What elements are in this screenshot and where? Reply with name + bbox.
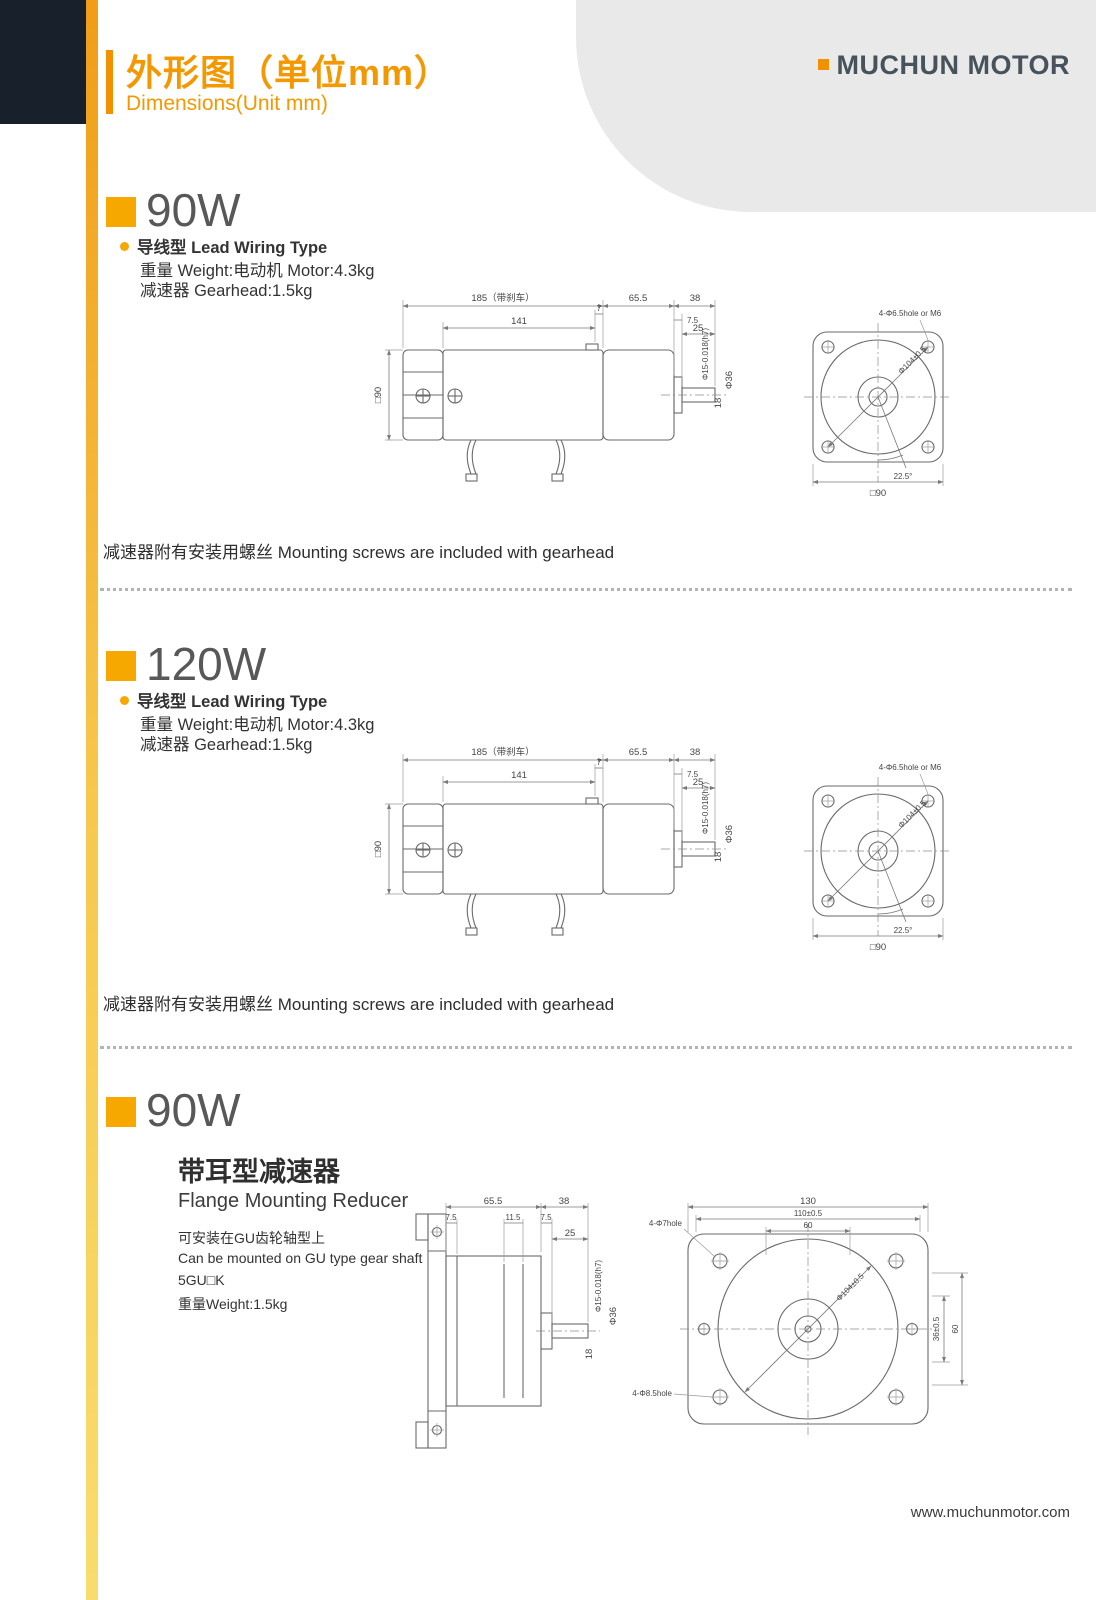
dim-25-label: 25 <box>693 777 704 788</box>
reducer-dimension-drawing: 65.5 38 7.5 11.5 7.5 25 Φ15-0.018(h7) Φ3… <box>415 1196 968 1449</box>
motor-side-view: □90 <box>373 797 728 936</box>
mounting-note: 减速器附有安装用螺丝 Mounting screws are included … <box>103 995 615 1014</box>
dim-7-5a-label: 7.5 <box>445 1213 457 1222</box>
dim-36-05-label: 36±0.5 <box>932 1316 941 1341</box>
reducer-desc-3: 5GU□K <box>178 1272 225 1288</box>
dim-38-label: 38 <box>690 747 701 758</box>
dim-185-label: 185（带刹车） <box>471 746 534 758</box>
dim-185-label: 185（带刹车） <box>471 292 534 304</box>
bolt-circle-label: Φ104±0.5 <box>835 1271 867 1303</box>
motor-front-view: Φ104±0.5 22.5° 4-Φ6.5hole or M6 □90 <box>804 763 952 953</box>
reducer-title-cn: 带耳型减速器 <box>178 1157 340 1187</box>
spec-wiring-type: 导线型 Lead Wiring Type <box>120 234 327 258</box>
dim-65-5-label: 65.5 <box>629 747 648 758</box>
page-subtitle: Dimensions(Unit mm) <box>126 92 328 115</box>
dim-141-label: 141 <box>511 316 527 327</box>
title-accent-bar <box>106 50 113 114</box>
dim-18-label: 18 <box>713 852 724 863</box>
dotted-divider <box>100 1046 1072 1049</box>
section-marker <box>106 651 136 681</box>
reducer-desc-1: 可安装在GU齿轮轴型上 <box>178 1230 325 1246</box>
section-title: 120W <box>146 638 267 690</box>
reducer-front-view: Φ104±0.5 130 110±0.5 60 36±0.5 60 4-Φ7ho… <box>632 1196 968 1435</box>
dim-phi36-label: Φ36 <box>608 1307 619 1325</box>
mounting-note: 减速器附有安装用螺丝 Mounting screws are included … <box>103 543 615 562</box>
corner-dark-block <box>0 0 86 124</box>
motor-side-dimensions: 185（带刹车） 65.5 38 7 141 7.5 25 Φ15-0.018(… <box>402 292 735 409</box>
section-marker <box>106 1097 136 1127</box>
dim-65-5-label: 65.5 <box>484 1196 503 1207</box>
angle-label: 22.5° <box>894 926 913 935</box>
motor-side-dimensions: 185（带刹车） 65.5 38 7 141 7.5 25 Φ15-0.018(… <box>402 746 735 863</box>
spec-gearhead: 减速器 Gearhead:1.5kg <box>140 282 313 300</box>
dim-130-label: 130 <box>800 1196 816 1207</box>
motor-side-view: □90 <box>373 343 728 482</box>
dim-60-top-label: 60 <box>804 1221 813 1230</box>
spec-wiring-type-text: 导线型 Lead Wiring Type <box>137 239 328 257</box>
reducer-desc-2: Can be mounted on GU type gear shaft <box>178 1250 423 1266</box>
dotted-divider <box>100 588 1072 591</box>
dim-7-label: 7 <box>597 304 602 313</box>
motor-front-view: Φ104±0.5 22.5° 4-Φ6.5hole or M6 □90 <box>804 309 952 499</box>
dim-phi36-label: Φ36 <box>724 825 735 843</box>
dim-7-5-label: 7.5 <box>687 770 699 779</box>
dim-11-5-label: 11.5 <box>506 1213 522 1222</box>
dim-60-right-label: 60 <box>951 1324 960 1333</box>
holes-bottom-label: 4-Φ8.5hole <box>632 1389 672 1398</box>
reducer-desc-4: 重量Weight:1.5kg <box>178 1296 288 1312</box>
dim-shaft-label: Φ15-0.018(h7) <box>701 328 710 381</box>
section-marker <box>106 197 136 227</box>
bolt-circle-label: Φ104±0.5 <box>897 344 929 376</box>
motor-dimension-drawing-90w: □90 <box>373 292 952 499</box>
mounting-holes-label: 4-Φ6.5hole or M6 <box>879 309 942 318</box>
dim-sq90-side: □90 <box>373 387 384 403</box>
dim-110-label: 110±0.5 <box>794 1209 823 1218</box>
dim-18-label: 18 <box>584 1349 595 1360</box>
dim-18-label: 18 <box>713 398 724 409</box>
motor-dimension-drawing-120w: □90 <box>373 746 952 953</box>
angle-label: 22.5° <box>894 472 913 481</box>
dim-shaft-label: Φ15-0.018(h7) <box>701 782 710 835</box>
spec-wiring-type-text: 导线型 Lead Wiring Type <box>137 693 328 711</box>
left-accent-strip <box>86 0 98 1600</box>
spec-wiring-type: 导线型 Lead Wiring Type <box>120 688 327 712</box>
dim-38-label: 38 <box>559 1196 570 1207</box>
dim-65-5-label: 65.5 <box>629 293 648 304</box>
dim-38-label: 38 <box>690 293 701 304</box>
dim-sq90-front: □90 <box>870 488 886 499</box>
dim-7-5b-label: 7.5 <box>540 1213 552 1222</box>
dim-141-label: 141 <box>511 770 527 781</box>
dim-25-label: 25 <box>693 323 704 334</box>
dim-phi36-label: Φ36 <box>724 371 735 389</box>
holes-top-label: 4-Φ7hole <box>649 1219 683 1228</box>
page-title: 外形图（单位mm） <box>126 52 452 93</box>
dim-sq90-side: □90 <box>373 841 384 857</box>
reducer-side-dimensions: 65.5 38 7.5 11.5 7.5 25 Φ15-0.018(h7) Φ3… <box>445 1196 619 1359</box>
top-right-corner-shape <box>576 0 1096 212</box>
spec-weight: 重量 Weight:电动机 Motor:4.3kg <box>140 262 375 280</box>
bullet-icon <box>120 242 129 251</box>
section-title: 90W <box>146 184 241 236</box>
reducer-side-view <box>415 1213 600 1449</box>
dim-sq90-front: □90 <box>870 942 886 953</box>
dim-shaft-label: Φ15-0.018(h7) <box>594 1260 603 1313</box>
dim-25-label: 25 <box>565 1228 576 1239</box>
brand: MUCHUN MOTOR <box>817 50 1070 81</box>
dim-7-label: 7 <box>597 758 602 767</box>
brand-square-icon <box>817 59 829 70</box>
bolt-circle-label: Φ104±0.5 <box>897 798 929 830</box>
website-url: www.muchunmotor.com <box>910 1504 1070 1521</box>
dim-7-5-label: 7.5 <box>687 316 699 325</box>
brand-name: MUCHUN MOTOR <box>836 50 1070 80</box>
mounting-holes-label: 4-Φ6.5hole or M6 <box>879 763 942 772</box>
reducer-title-en: Flange Mounting Reducer <box>178 1190 409 1212</box>
spec-gearhead: 减速器 Gearhead:1.5kg <box>140 736 313 754</box>
section-title: 90W <box>146 1084 241 1136</box>
bullet-icon <box>120 696 129 705</box>
spec-weight: 重量 Weight:电动机 Motor:4.3kg <box>140 716 375 734</box>
